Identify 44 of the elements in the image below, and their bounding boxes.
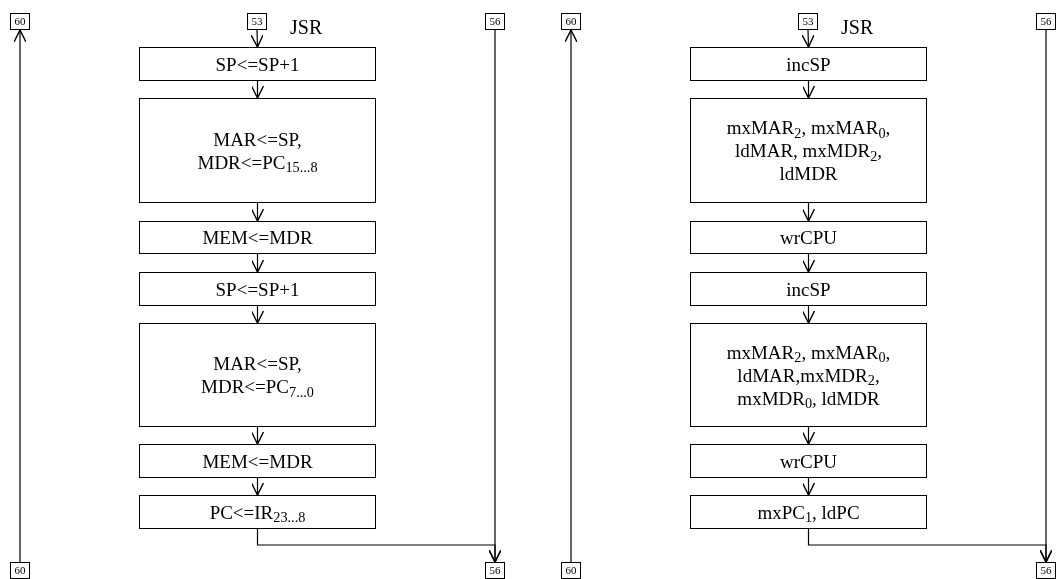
connector-box: 60 — [10, 562, 30, 579]
arrow — [250, 426, 265, 445]
arrow — [801, 305, 816, 324]
instruction-label: JSR — [841, 17, 874, 37]
connector-box: 60 — [561, 562, 581, 579]
arrow — [801, 80, 816, 99]
arrow — [564, 29, 578, 563]
connector-box: 56 — [1036, 13, 1056, 30]
process-box: MAR<=SP, MDR<=PC$_{15...8}$ — [139, 98, 376, 203]
process-box: mxPC$_{1}$, ldPC — [690, 495, 927, 529]
process-box: MAR<=SP, MDR<=PC$_{7...0}$ — [139, 323, 376, 427]
arrow — [250, 253, 265, 273]
arrow — [801, 477, 816, 496]
arrow — [13, 29, 27, 563]
process-box: wrCPU — [690, 444, 927, 478]
connector-box: 60 — [561, 13, 581, 30]
process-box: MEM<=MDR — [139, 221, 376, 254]
process-box: SP<=SP+1 — [139, 47, 376, 81]
instruction-label: JSR — [290, 17, 323, 37]
arrow — [250, 29, 264, 48]
arrow — [801, 202, 816, 222]
process-box: MEM<=MDR — [139, 444, 376, 478]
process-box: incSP — [690, 272, 927, 306]
connector-box: 56 — [485, 13, 505, 30]
connector-box: 56 — [485, 562, 505, 579]
arrow — [801, 29, 815, 48]
connector-box: 53 — [798, 13, 818, 30]
process-box: mxMAR$_{2}$, mxMAR$_{0}$, ldMAR,mxMDR$_{2}$, mxMDR$_{0}$, ldMDR — [690, 323, 927, 427]
arrow — [250, 305, 265, 324]
arrow — [250, 202, 265, 222]
connector-box: 53 — [247, 13, 267, 30]
arrow — [801, 426, 816, 445]
arrow — [1039, 29, 1053, 563]
arrow — [488, 29, 502, 563]
process-box: incSP — [690, 47, 927, 81]
process-box: wrCPU — [690, 221, 927, 254]
process-box: PC<=IR$_{23...8}$ — [139, 495, 376, 529]
connector-box: 60 — [10, 13, 30, 30]
process-box: SP<=SP+1 — [139, 272, 376, 306]
arrow — [250, 477, 265, 496]
connector-box: 56 — [1036, 562, 1056, 579]
process-box: mxMAR$_{2}$, mxMAR$_{0}$, ldMAR, mxMDR$_{2}$, ldMDR — [690, 98, 927, 203]
arrow — [801, 253, 816, 273]
arrow — [250, 80, 265, 99]
